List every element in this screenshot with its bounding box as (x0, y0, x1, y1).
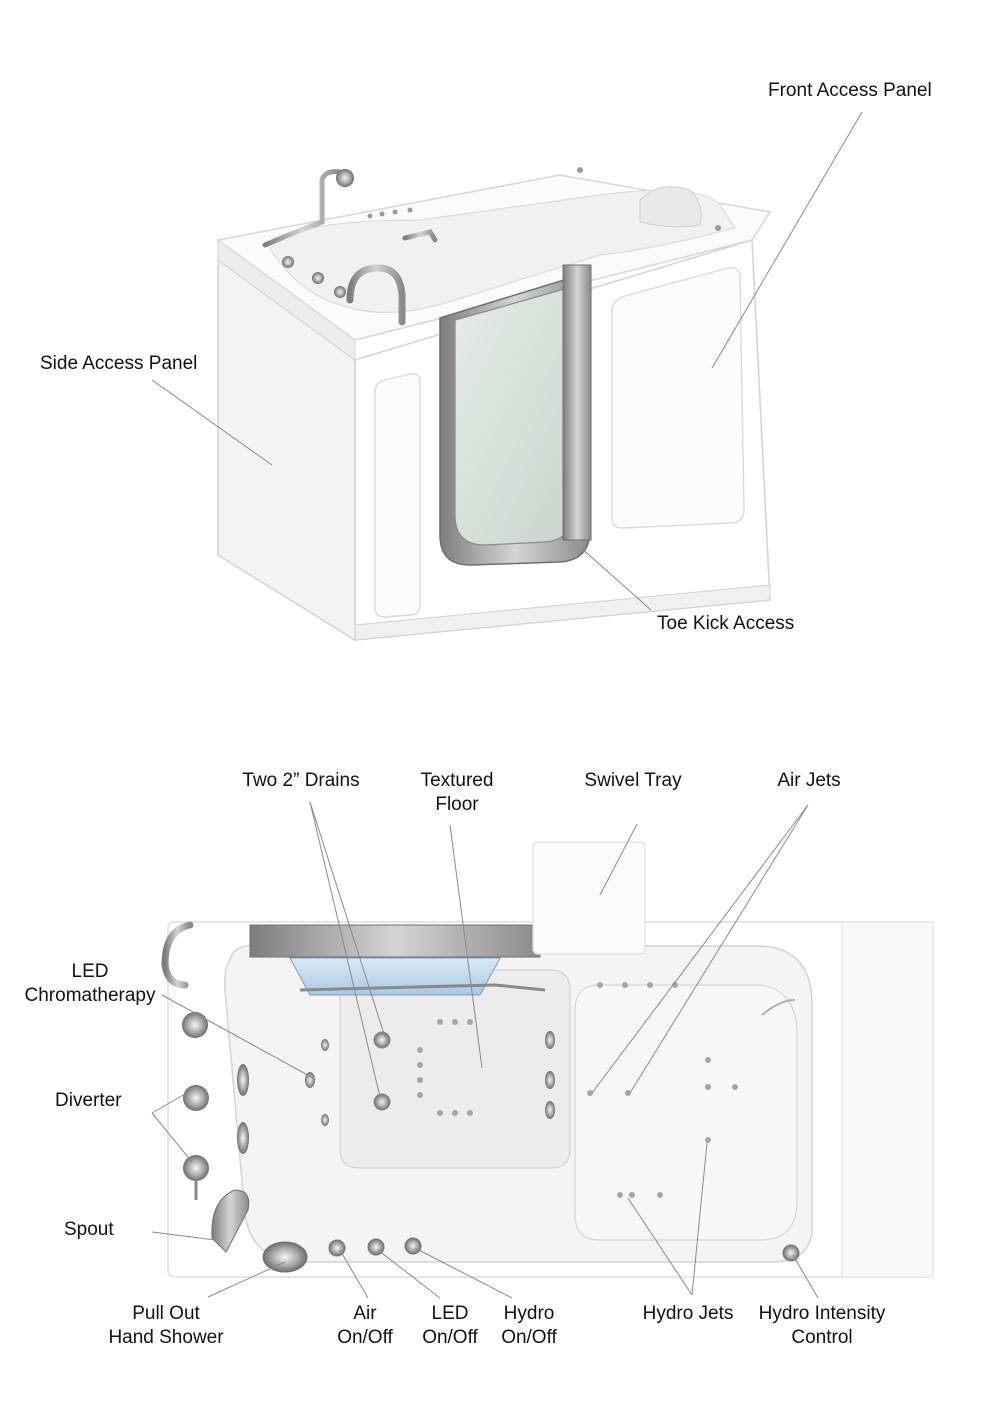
seat (339, 969, 571, 1169)
swivel-tray (532, 841, 646, 955)
label-hydro-intensity-control: Hydro Intensity Control (758, 1303, 886, 1348)
front-panel-recess (611, 267, 745, 529)
label-swivel-tray: Swivel Tray (584, 770, 682, 791)
label-led-chromatherapy: LED Chromatherapy (24, 961, 156, 1006)
hand-shower (262, 169, 343, 248)
handle-top (161, 921, 194, 989)
label-air-jets: Air Jets (777, 770, 841, 791)
label-two-drains: Two 2” Drains (242, 770, 360, 791)
top-leader-lines (151, 111, 863, 611)
tub-top-view (161, 841, 934, 1278)
label-spout: Spout (64, 1219, 114, 1240)
bottom-leader-lines (151, 801, 819, 1299)
toe-kick (354, 584, 771, 641)
label-diverter: Diverter (55, 1090, 122, 1111)
faucet (346, 264, 406, 326)
headrest (639, 186, 702, 228)
spout-fixture (211, 1189, 250, 1253)
tub-side-view (216, 167, 772, 642)
label-toe-kick-access: Toe Kick Access (657, 613, 795, 634)
label-pull-out-hand-shower: Pull Out Hand Shower (108, 1303, 224, 1348)
label-led-on-off: LED On/Off (422, 1303, 478, 1348)
label-hydro-jets: Hydro Jets (642, 1303, 734, 1324)
label-side-access-panel: Side Access Panel (40, 353, 198, 374)
tub-basin (267, 189, 736, 314)
label-front-access-panel: Front Access Panel (768, 80, 932, 101)
label-hydro-on-off: Hydro On/Off (501, 1303, 557, 1348)
footwell (574, 984, 798, 1241)
door-top (249, 924, 541, 958)
label-textured-floor: Textured Floor (420, 770, 494, 815)
hand-shower-top (262, 1241, 308, 1273)
door-glass (454, 285, 576, 546)
label-air-on-off: Air On/Off (337, 1303, 393, 1348)
